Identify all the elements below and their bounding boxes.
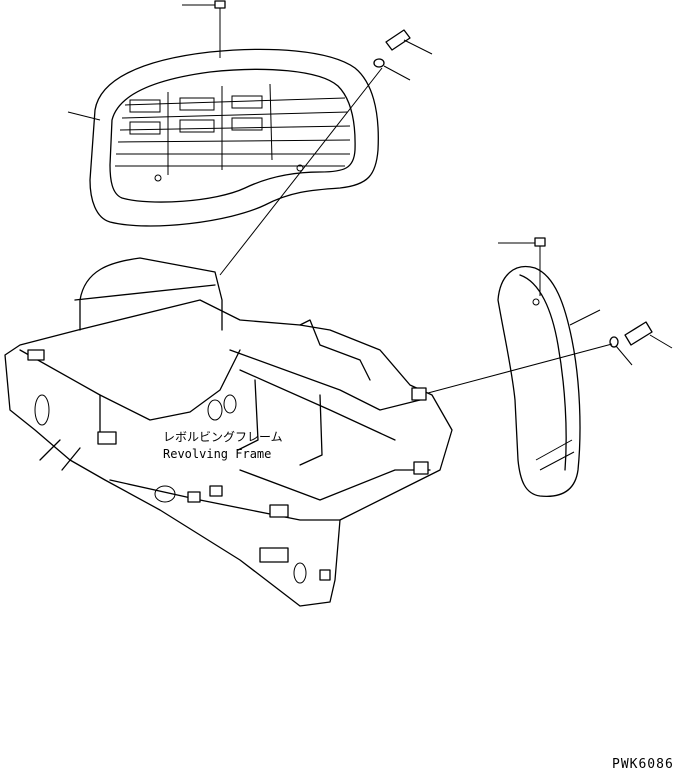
frame-label-english: Revolving Frame — [163, 447, 271, 461]
drawing-code: PWK6086 — [612, 757, 674, 772]
washer-icon — [609, 336, 619, 348]
bolt-icon — [624, 321, 653, 346]
frame-label-japanese: レボルビングフレーム — [163, 430, 283, 444]
rear-cover-part — [89, 48, 379, 227]
side-cover-part — [427, 237, 673, 498]
revolving-frame-part — [4, 257, 453, 607]
rear-cover-callouts — [67, 0, 433, 276]
bolt-icon — [385, 29, 411, 51]
washer-icon — [373, 58, 385, 68]
